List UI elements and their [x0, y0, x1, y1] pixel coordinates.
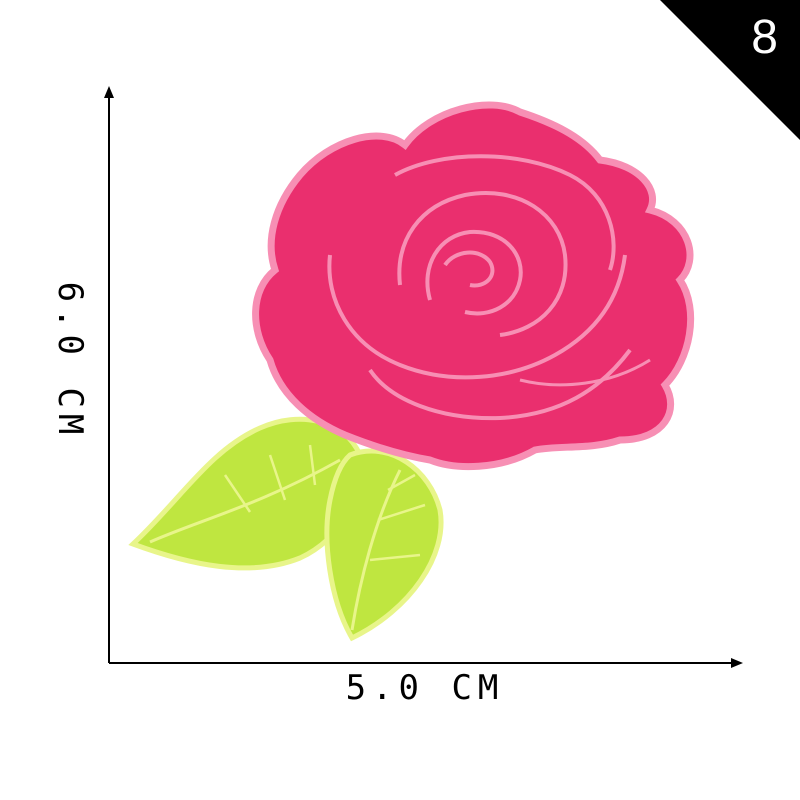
badge-number: 8 [751, 11, 778, 64]
leaf-right [324, 448, 444, 642]
corner-badge: 8 [660, 0, 800, 140]
rose-bloom [252, 101, 695, 470]
width-label: 5.0 CM [345, 668, 505, 708]
